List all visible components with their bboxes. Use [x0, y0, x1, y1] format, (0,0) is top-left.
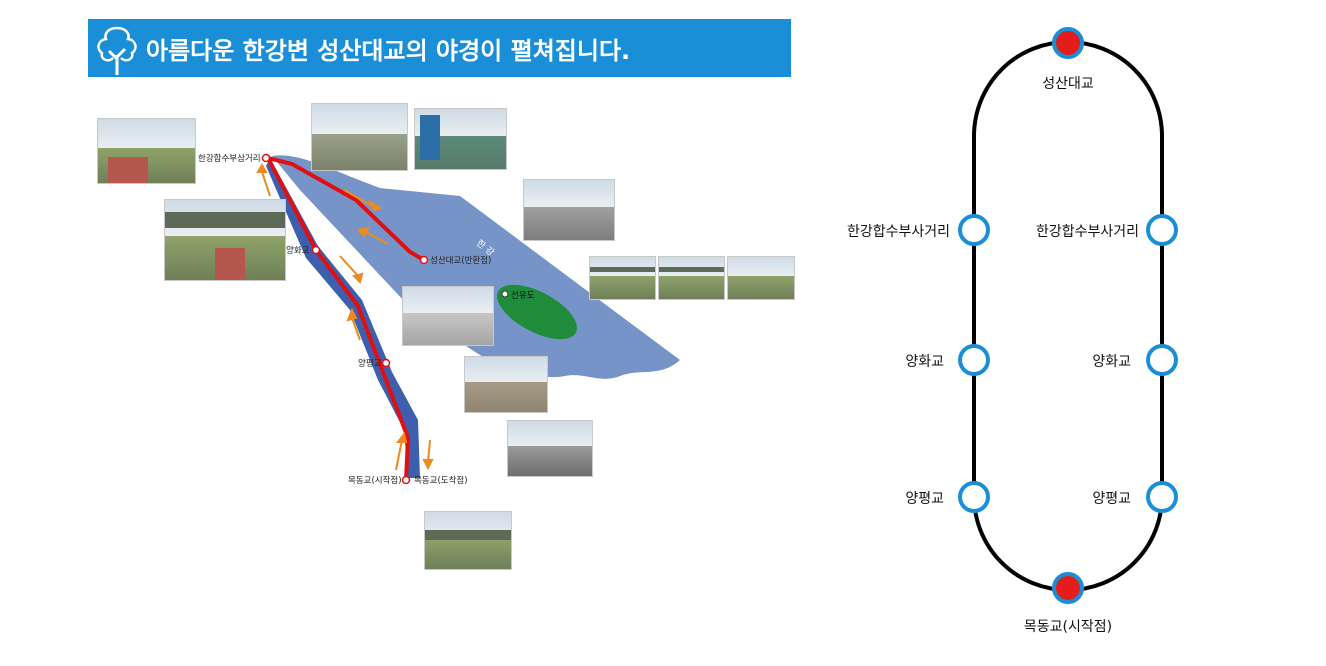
station-left-yanghwa [958, 344, 990, 376]
photo-bridge-2 [658, 256, 725, 300]
map-dot-yanghwa [311, 245, 321, 255]
map-label-mokdong-end: 목동교(도착점) [414, 475, 468, 486]
station-right-junction [1146, 214, 1178, 246]
photo-mokdong-bridge [424, 511, 512, 570]
terminal-mokdong [1052, 572, 1084, 604]
map-dot-seongsan [419, 255, 429, 265]
route-map: 한강합수부삼거리 성산대교(반환점) 양화교 양평교 목동교(시작점) 목동교(… [198, 153, 680, 486]
station-left-junction [958, 214, 990, 246]
label-right-yangpyeong: 양평교 [1092, 491, 1131, 507]
map-dot-yangpyeong [381, 358, 391, 368]
photo-park [727, 256, 795, 300]
label-right-junction: 한강합수부사거리 [1036, 224, 1139, 240]
photo-rest-area [311, 103, 408, 171]
title-banner: 아름다운 한강변 성산대교의 야경이 펼쳐집니다. [88, 19, 791, 77]
map-label-seongsan: 성산대교(반환점) [430, 255, 491, 266]
station-right-yanghwa [1146, 344, 1178, 376]
label-bottom-station: 목동교(시작점) [1024, 619, 1112, 635]
seonyudo-island [497, 284, 577, 340]
photo-overpass [164, 199, 286, 281]
terminal-seongsan [1052, 27, 1084, 59]
map-dot-seonyudo [501, 290, 509, 298]
tree-icon [97, 26, 137, 75]
map-label-yanghwa: 양화교 [286, 245, 310, 256]
photo-bike-lane [523, 179, 615, 241]
photo-parking [507, 420, 593, 477]
label-left-yangpyeong: 양평교 [905, 491, 944, 507]
anyang-stream [266, 158, 420, 478]
map-dot-junction [261, 153, 271, 163]
station-left-yangpyeong [958, 481, 990, 513]
map-label-seonyudo: 선유도 [511, 291, 535, 301]
photo-plaza [402, 286, 494, 346]
photo-bridge-1 [589, 256, 656, 300]
map-label-yangpyeong: 양평교 [358, 358, 382, 369]
map-label-mokdong-start: 목동교(시작점) [348, 475, 402, 486]
photo-hill-path [464, 356, 548, 413]
photo-path-1 [97, 118, 196, 184]
label-right-yanghwa: 양화교 [1092, 354, 1131, 370]
loop-line [972, 40, 1164, 592]
station-right-yangpyeong [1146, 481, 1178, 513]
map-dot-mokdong [401, 475, 411, 485]
label-left-yanghwa: 양화교 [905, 354, 944, 370]
label-left-junction: 한강합수부사거리 [847, 224, 950, 240]
map-label-junction: 한강합수부삼거리 [198, 153, 261, 164]
photo-signboard [414, 108, 507, 170]
bike-route [264, 154, 425, 481]
banner-title: 아름다운 한강변 성산대교의 야경이 펼쳐집니다. [146, 37, 631, 65]
han-river-area [272, 155, 680, 379]
label-top-station: 성산대교 [1042, 76, 1094, 92]
